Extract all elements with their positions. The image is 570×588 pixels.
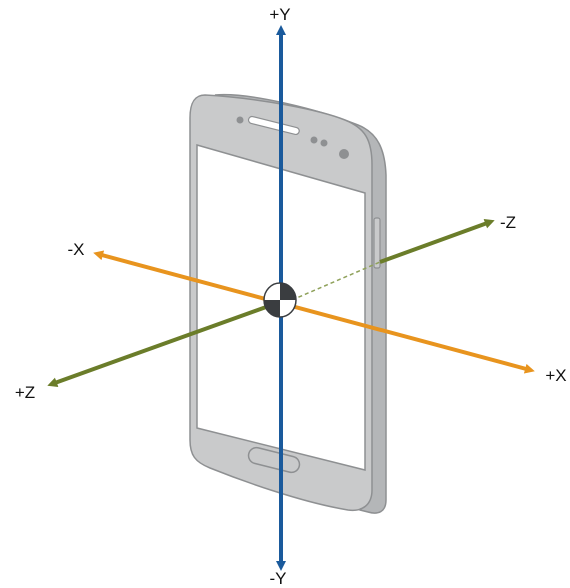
phone-sensor-a — [310, 136, 318, 144]
phone-sensor-left — [236, 116, 244, 124]
label-pos-y: +Y — [269, 5, 290, 24]
phone-speaker — [247, 115, 300, 136]
phone-sensor-b — [320, 139, 328, 147]
label-pos-z: +Z — [15, 383, 35, 402]
x-axis-line — [93, 250, 535, 374]
phone-home-button — [247, 446, 301, 474]
origin-marker-icon — [263, 282, 297, 318]
label-neg-y: -Y — [270, 569, 287, 588]
label-neg-x: -X — [68, 240, 85, 259]
z-axis-line-back — [379, 219, 495, 264]
label-pos-x: +X — [545, 366, 566, 385]
label-neg-z: -Z — [500, 213, 516, 232]
phone-camera — [339, 149, 349, 159]
phone-side-button — [373, 217, 381, 269]
z-axis-line-front — [47, 300, 281, 388]
